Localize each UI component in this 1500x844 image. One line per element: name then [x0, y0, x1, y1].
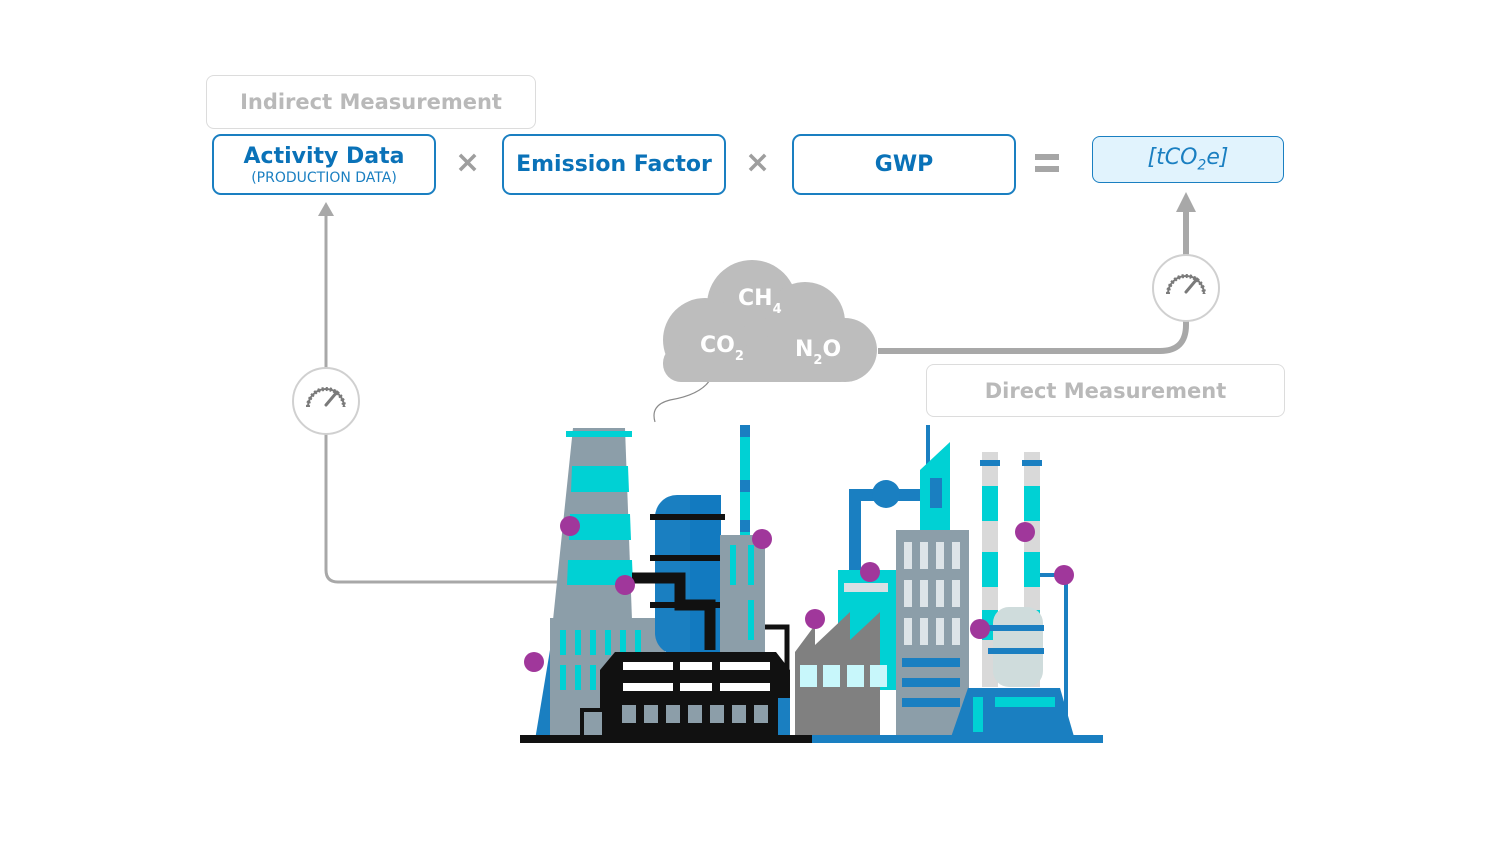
arrow-up-icon — [318, 202, 334, 216]
n2o-label: N2O — [795, 337, 841, 368]
result-box: [tCO2e] — [1092, 136, 1284, 183]
emission-factor-box: Emission Factor — [502, 134, 726, 195]
sensor-dot — [970, 619, 990, 639]
activity-data-subtitle: (PRODUCTION DATA) — [251, 169, 397, 186]
sensor-dot — [524, 652, 544, 672]
indirect-gauge-icon — [292, 367, 360, 435]
industrial-plant-illustration — [520, 425, 1103, 743]
gwp-box: GWP — [792, 134, 1016, 195]
equals-operator — [1035, 154, 1059, 172]
direct-measurement-text: Direct Measurement — [984, 378, 1227, 403]
activity-data-box: Activity Data (PRODUCTION DATA) — [212, 134, 436, 195]
activity-data-title: Activity Data — [243, 143, 405, 169]
sensor-dot — [560, 516, 580, 536]
sensor-points — [524, 516, 1074, 672]
sensor-dot — [615, 575, 635, 595]
sensor-dot — [752, 529, 772, 549]
emission-factor-title: Emission Factor — [516, 151, 712, 177]
direct-measurement-label: Direct Measurement — [926, 364, 1285, 417]
emission-cloud-icon — [653, 260, 877, 423]
direct-connector — [878, 192, 1196, 354]
sensor-dot — [860, 562, 880, 582]
co2-label: CO2 — [700, 333, 744, 364]
ch4-label: CH4 — [738, 286, 782, 317]
result-unit: [tCO2e] — [1147, 145, 1229, 174]
sensor-dot — [805, 609, 825, 629]
multiply-operator-2: × — [745, 145, 771, 180]
sensor-dot — [1054, 565, 1074, 585]
arrow-up-icon — [1176, 192, 1196, 212]
indirect-measurement-text: Indirect Measurement — [240, 90, 502, 114]
indirect-measurement-label: Indirect Measurement — [206, 75, 536, 129]
multiply-operator-1: × — [455, 145, 481, 180]
gwp-title: GWP — [874, 151, 934, 177]
sensor-dot — [1015, 522, 1035, 542]
indirect-connector — [318, 202, 560, 584]
direct-gauge-icon — [1152, 254, 1220, 322]
